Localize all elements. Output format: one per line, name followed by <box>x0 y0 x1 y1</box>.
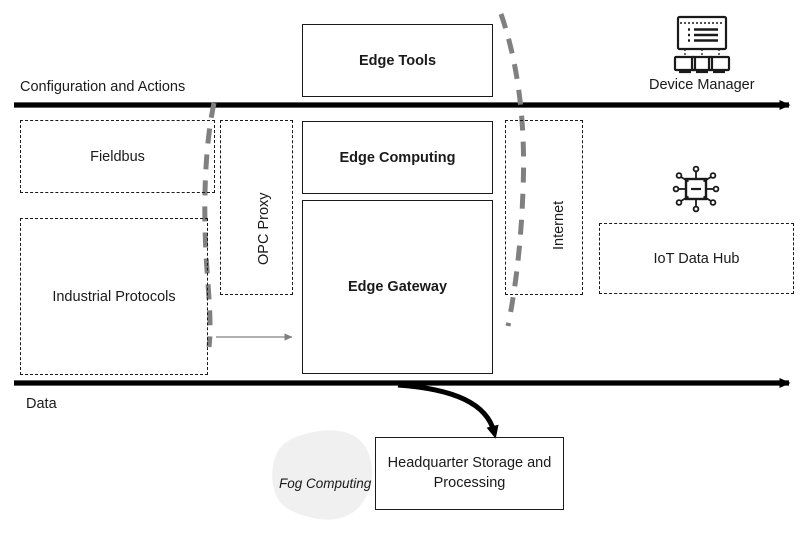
headquarter-storage-box[interactable]: Headquarter Storage and Processing <box>375 437 564 510</box>
device-manager-icon <box>673 15 731 74</box>
headquarter-storage-label: Headquarter Storage and Processing <box>387 454 552 491</box>
left-boundary-curve <box>202 102 217 348</box>
iot-hub-icon <box>672 165 720 213</box>
edge-gateway-box[interactable]: Edge Gateway <box>302 200 493 374</box>
internet-box[interactable] <box>505 120 583 295</box>
fieldbus-box[interactable]: Fieldbus <box>20 120 215 193</box>
data-label: Data <box>26 396 57 412</box>
fog-computing-label: Fog Computing <box>279 476 372 491</box>
edge-gateway-label: Edge Gateway <box>347 279 448 295</box>
edge-computing-label: Edge Computing <box>339 149 456 166</box>
edge-tools-label: Edge Tools <box>358 52 437 69</box>
edge-computing-box[interactable]: Edge Computing <box>302 121 493 194</box>
iot-data-hub-label: IoT Data Hub <box>653 250 740 267</box>
internet-label: Internet <box>551 200 567 250</box>
iot-data-hub-box[interactable]: IoT Data Hub <box>599 223 794 294</box>
edge-tools-box[interactable]: Edge Tools <box>302 24 493 97</box>
configuration-actions-label: Configuration and Actions <box>20 79 186 95</box>
opc-proxy-label: OPC Proxy <box>256 192 272 265</box>
fog-computing-blob <box>272 430 373 520</box>
device-manager-label: Device Manager <box>649 77 755 93</box>
industrial-protocols-label: Industrial Protocols <box>52 288 176 305</box>
industrial-protocols-box[interactable]: Industrial Protocols <box>20 218 208 375</box>
fieldbus-label: Fieldbus <box>90 148 145 165</box>
opc-proxy-box[interactable] <box>220 120 293 295</box>
data-to-headquarter-arrow <box>397 382 499 439</box>
